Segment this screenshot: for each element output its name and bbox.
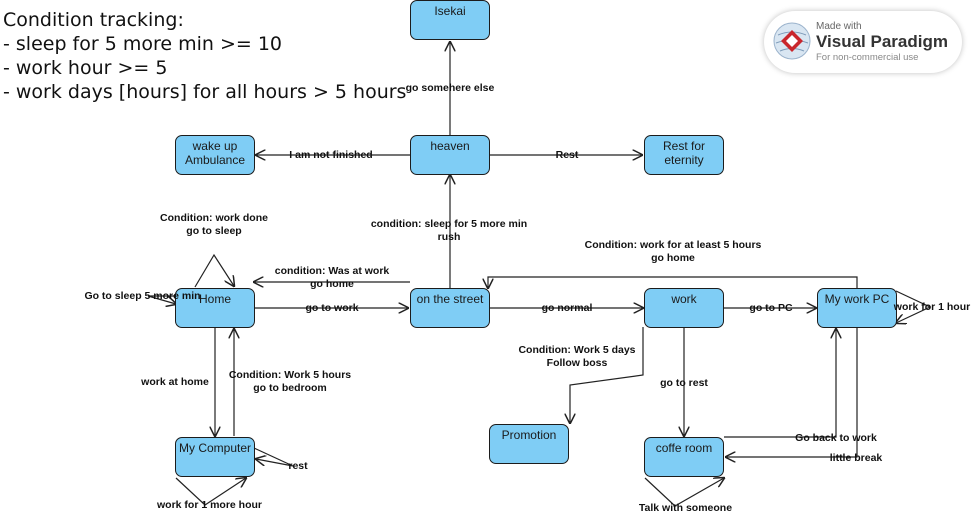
state-home[interactable]: Home — [175, 288, 255, 328]
visual-paradigm-logo-icon — [773, 22, 811, 60]
edge-home-self-top — [194, 253, 234, 287]
label-work-5-hours-bed: Condition: Work 5 hours go to bedroom — [228, 369, 352, 394]
state-promotion[interactable]: Promotion — [489, 424, 569, 464]
state-work[interactable]: work — [644, 288, 724, 328]
state-my-computer[interactable]: My Computer — [175, 437, 255, 477]
label-work-1-hour: work for 1 hour — [893, 301, 971, 313]
edge-mypc-coffee — [726, 327, 858, 457]
edge-home-self-left — [147, 295, 176, 304]
state-coffe-room[interactable]: coffe room — [644, 437, 724, 477]
label-go-somewhere-else: go somehere else — [405, 82, 495, 94]
label-was-at-work: condition: Was at work go home — [274, 265, 390, 290]
label-work-done-sleep: Condition: work done go to sleep — [160, 212, 268, 237]
label-work-at-home: work at home — [141, 376, 209, 388]
label-go-to-pc: go to PC — [749, 302, 793, 314]
label-follow-boss: Condition: Work 5 days Follow boss — [518, 344, 636, 369]
label-sleep-5-more: Go to sleep 5 more min — [84, 290, 201, 302]
label-go-to-rest: go to rest — [660, 377, 708, 389]
edge-work-promotion — [570, 327, 644, 423]
label-work-1-more-hour: work for 1 more hour — [156, 499, 262, 511]
badge-made-with: Made with — [816, 21, 862, 32]
edge-mycomputer-self-right — [253, 447, 294, 467]
tracking-line: - work days [hours] for all hours > 5 ho… — [3, 81, 407, 103]
label-go-to-work: go to work — [305, 302, 359, 314]
label-little-break: little break — [829, 452, 883, 464]
tracking-line: Condition tracking: — [3, 9, 184, 31]
edge-mycomputer-self-bottom — [175, 478, 246, 506]
label-work-5-hours-home: Condition: work for at least 5 hours go … — [584, 239, 762, 264]
label-talk-with-someone: Talk with someone — [638, 502, 733, 514]
tracking-line: - work hour >= 5 — [3, 57, 168, 79]
label-rest: Rest — [555, 149, 579, 161]
label-go-back-to-work: Go back to work — [795, 432, 877, 444]
badge-subtitle: For non-commercial use — [816, 52, 919, 63]
state-wake-up-ambulance[interactable]: wake up Ambulance — [175, 135, 255, 175]
edge-coffee-self — [644, 478, 724, 507]
state-isekai[interactable]: Isekai — [410, 0, 490, 40]
state-my-work-pc[interactable]: My work PC — [817, 288, 897, 328]
state-on-the-street[interactable]: on the street — [410, 288, 490, 328]
edge-mypc-street — [488, 276, 858, 288]
condition-tracking-note: Condition tracking:- sleep for 5 more mi… — [3, 8, 406, 104]
state-rest-for-eternity[interactable]: Rest for eternity — [644, 135, 724, 175]
label-not-finished: I am not finished — [289, 149, 373, 161]
state-heaven[interactable]: heaven — [410, 135, 490, 175]
edge-coffee-mypc — [724, 329, 836, 438]
label-sleep-more-rush: condition: sleep for 5 more min rush — [370, 218, 528, 243]
visual-paradigm-badge: Made with Visual Paradigm For non-commer… — [764, 11, 962, 73]
badge-product-name: Visual Paradigm — [816, 32, 948, 51]
label-rest-small: rest — [288, 460, 308, 472]
tracking-line: - sleep for 5 more min >= 10 — [3, 33, 283, 55]
edge-mypc-self — [896, 290, 932, 323]
label-go-normal: go normal — [541, 302, 593, 314]
